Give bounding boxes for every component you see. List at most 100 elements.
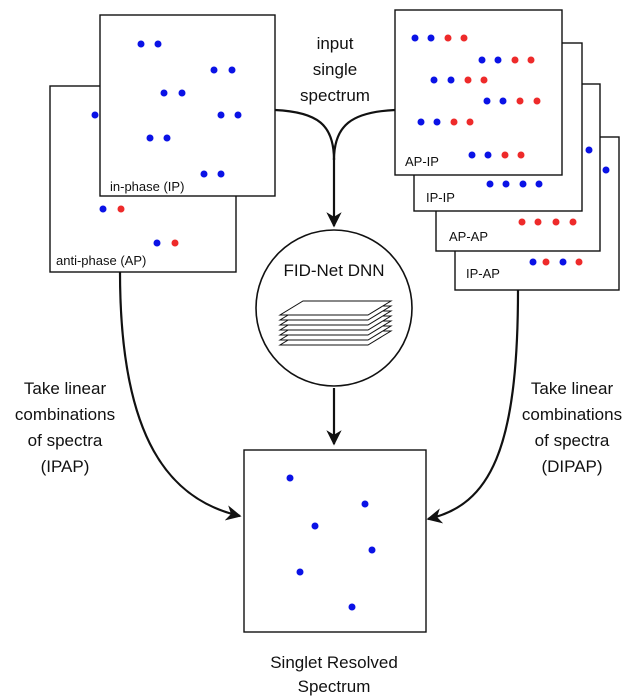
peak-dot (146, 134, 154, 142)
ap-ip-dots (411, 34, 541, 159)
output-label-line-1: Singlet Resolved (270, 653, 398, 672)
peak-dot (466, 118, 474, 126)
ipap-caption: Take linear combinations of spectra (IPA… (15, 379, 115, 476)
peak-dot (468, 151, 476, 159)
peak-dot (311, 522, 319, 530)
output-arrows (118, 271, 520, 524)
peak-dot (217, 111, 225, 119)
peak-dot (228, 66, 236, 74)
ipap-caption-line-4: (IPAP) (41, 457, 90, 476)
network-label: FID-Net DNN (283, 261, 384, 280)
ipap-caption-line-3: of spectra (28, 431, 103, 450)
peak-dot (154, 40, 162, 48)
output-spectrum-box (243, 449, 427, 633)
in-phase-spectrum-box (99, 14, 276, 197)
peak-dot (411, 34, 419, 42)
fid-net-node: FID-Net DNN (255, 229, 413, 387)
peak-dot (480, 76, 488, 84)
peak-dot (417, 118, 425, 126)
ipap-caption-line-1: Take linear (24, 379, 107, 398)
peak-dot (529, 258, 537, 266)
peak-dot (494, 56, 502, 64)
output-dots (286, 474, 376, 611)
ap-ap-label: AP-AP (449, 229, 488, 244)
peak-dot (348, 603, 356, 611)
peak-dot (433, 118, 441, 126)
peak-dot (444, 34, 452, 42)
peak-dot (296, 568, 304, 576)
peak-dot (153, 239, 161, 247)
peak-dot (460, 34, 468, 42)
ap-ap-dots (518, 146, 593, 226)
peak-dot (137, 40, 145, 48)
peak-dot (534, 218, 542, 226)
peak-dot (234, 111, 242, 119)
peak-dot (286, 474, 294, 482)
ap-ip-label: AP-IP (405, 154, 439, 169)
arrow-dipap-to-output (426, 289, 520, 524)
input-label-line-3: spectrum (300, 86, 370, 105)
dipap-caption-line-2: combinations (522, 405, 622, 424)
peak-dot (171, 239, 179, 247)
merge-curve-left (274, 108, 336, 161)
peak-dot (368, 546, 376, 554)
peak-dot (450, 118, 458, 126)
anti-phase-dots (91, 111, 179, 247)
output-label-line-2: Spectrum (298, 677, 371, 696)
peak-dot (511, 56, 519, 64)
peak-dot (483, 97, 491, 105)
peak-dot (516, 97, 524, 105)
ip-ap-dots (529, 166, 610, 266)
merge-curve-right (332, 108, 396, 161)
ip-ap-label: IP-AP (466, 266, 500, 281)
peak-dot (552, 218, 560, 226)
ipap-stack: anti-phase (AP) in-phase (IP) (49, 14, 276, 273)
peak-dot (430, 76, 438, 84)
peak-dot (569, 218, 577, 226)
peak-dot (163, 134, 171, 142)
layers-icon (278, 300, 393, 346)
peak-dot (447, 76, 455, 84)
peak-dot (527, 56, 535, 64)
peak-dot (502, 180, 510, 188)
dipap-caption-line-1: Take linear (531, 379, 614, 398)
anti-phase-label: anti-phase (AP) (56, 253, 146, 268)
peak-dot (501, 151, 509, 159)
input-label-line-2: single (313, 60, 357, 79)
peak-dot (464, 76, 472, 84)
peak-dot (361, 500, 369, 508)
peak-dot (517, 151, 525, 159)
peak-dot (499, 97, 507, 105)
peak-dot (160, 89, 168, 97)
in-phase-label: in-phase (IP) (110, 179, 184, 194)
input-merge-arrow (274, 108, 396, 228)
peak-dot (210, 66, 218, 74)
peak-dot (200, 170, 208, 178)
dipap-caption-line-4: (DIPAP) (541, 457, 602, 476)
dipap-stack: IP-AP AP-AP IP-IP (394, 9, 620, 291)
dipap-caption: Take linear combinations of spectra (DIP… (522, 379, 622, 476)
output-spectrum (243, 449, 427, 633)
ip-ip-label: IP-IP (426, 190, 455, 205)
peak-dot (559, 258, 567, 266)
peak-dot (91, 111, 99, 119)
peak-dot (518, 218, 526, 226)
peak-dot (117, 205, 125, 213)
peak-dot (99, 205, 107, 213)
dipap-caption-line-3: of spectra (535, 431, 610, 450)
peak-dot (533, 97, 541, 105)
ip-ip-dots (486, 180, 543, 188)
peak-dot (519, 180, 527, 188)
peak-dot (427, 34, 435, 42)
peak-dot (484, 151, 492, 159)
peak-dot (535, 180, 543, 188)
peak-dot (542, 258, 550, 266)
peak-dot (486, 180, 494, 188)
input-label-group: input single spectrum (300, 34, 370, 105)
peak-dot (178, 89, 186, 97)
peak-dot (575, 258, 583, 266)
peak-dot (217, 170, 225, 178)
peak-dot (478, 56, 486, 64)
in-phase-dots (137, 40, 242, 178)
